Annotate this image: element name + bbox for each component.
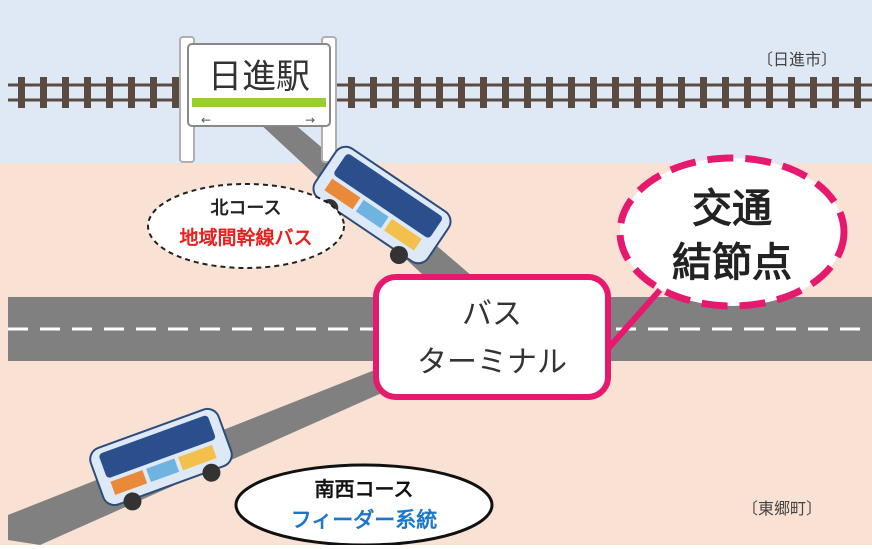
terminal-line2: ターミナル bbox=[417, 345, 567, 380]
rail-tie bbox=[348, 77, 355, 108]
railway-track bbox=[8, 77, 872, 108]
north-course-subtitle: 地域間幹線バス bbox=[179, 226, 312, 249]
terminal-line1: バス bbox=[462, 297, 522, 332]
transport-node-bubble: 交通 結節点 bbox=[616, 154, 848, 310]
south-town-label: 〔東郷町〕 bbox=[742, 499, 822, 518]
rail-tie bbox=[766, 77, 773, 108]
rail-tie bbox=[392, 77, 399, 108]
rail-tie bbox=[436, 77, 443, 108]
arrow-right-icon: → bbox=[305, 113, 315, 127]
rail-tie bbox=[150, 77, 157, 108]
rail-tie bbox=[788, 77, 795, 108]
north-city-label: 〔日進市〕 bbox=[757, 50, 837, 69]
southwest-course-title: 南西コース bbox=[315, 477, 414, 501]
station-name: 日進駅 bbox=[208, 57, 310, 97]
rail-tie bbox=[854, 77, 861, 108]
rail-tie bbox=[832, 77, 839, 108]
north-course-title: 北コース bbox=[210, 198, 281, 219]
rail-tie bbox=[612, 77, 619, 108]
rail-tie bbox=[18, 77, 25, 108]
rail-tie bbox=[502, 77, 509, 108]
bus-terminal-box: バス ターミナル bbox=[373, 274, 611, 400]
rail-tie bbox=[128, 77, 135, 108]
rail-tie bbox=[590, 77, 597, 108]
rail-tie bbox=[634, 77, 641, 108]
rail-tie bbox=[458, 77, 465, 108]
north-bus-icon bbox=[312, 145, 452, 265]
rail-tie bbox=[744, 77, 751, 108]
rail-tie bbox=[810, 77, 817, 108]
rail-tie bbox=[370, 77, 377, 108]
node-line2: 結節点 bbox=[672, 240, 792, 286]
rail-tie bbox=[722, 77, 729, 108]
rail-tie bbox=[656, 77, 663, 108]
southwest-bus-icon bbox=[89, 407, 233, 511]
node-connector-line bbox=[602, 288, 663, 354]
rail-tie bbox=[84, 77, 91, 108]
rail-tie bbox=[568, 77, 575, 108]
rail-tie bbox=[524, 77, 531, 108]
rail-tie bbox=[172, 77, 179, 108]
arrow-left-icon: ← bbox=[201, 113, 211, 127]
southwest-course-bubble: 南西コース フィーダー系統 bbox=[234, 463, 494, 547]
rail-tie bbox=[700, 77, 707, 108]
rail-tie bbox=[414, 77, 421, 108]
rail-tie bbox=[480, 77, 487, 108]
rail-tie bbox=[40, 77, 47, 108]
rail-tie bbox=[106, 77, 113, 108]
station-line-bar bbox=[192, 98, 326, 107]
southwest-course-subtitle: フィーダー系統 bbox=[291, 508, 438, 532]
rail-tie bbox=[546, 77, 553, 108]
rail-tie bbox=[678, 77, 685, 108]
node-line1: 交通 bbox=[692, 186, 772, 232]
rail-tie bbox=[62, 77, 69, 108]
north-course-bubble: 北コース 地域間幹線バス bbox=[147, 183, 345, 269]
